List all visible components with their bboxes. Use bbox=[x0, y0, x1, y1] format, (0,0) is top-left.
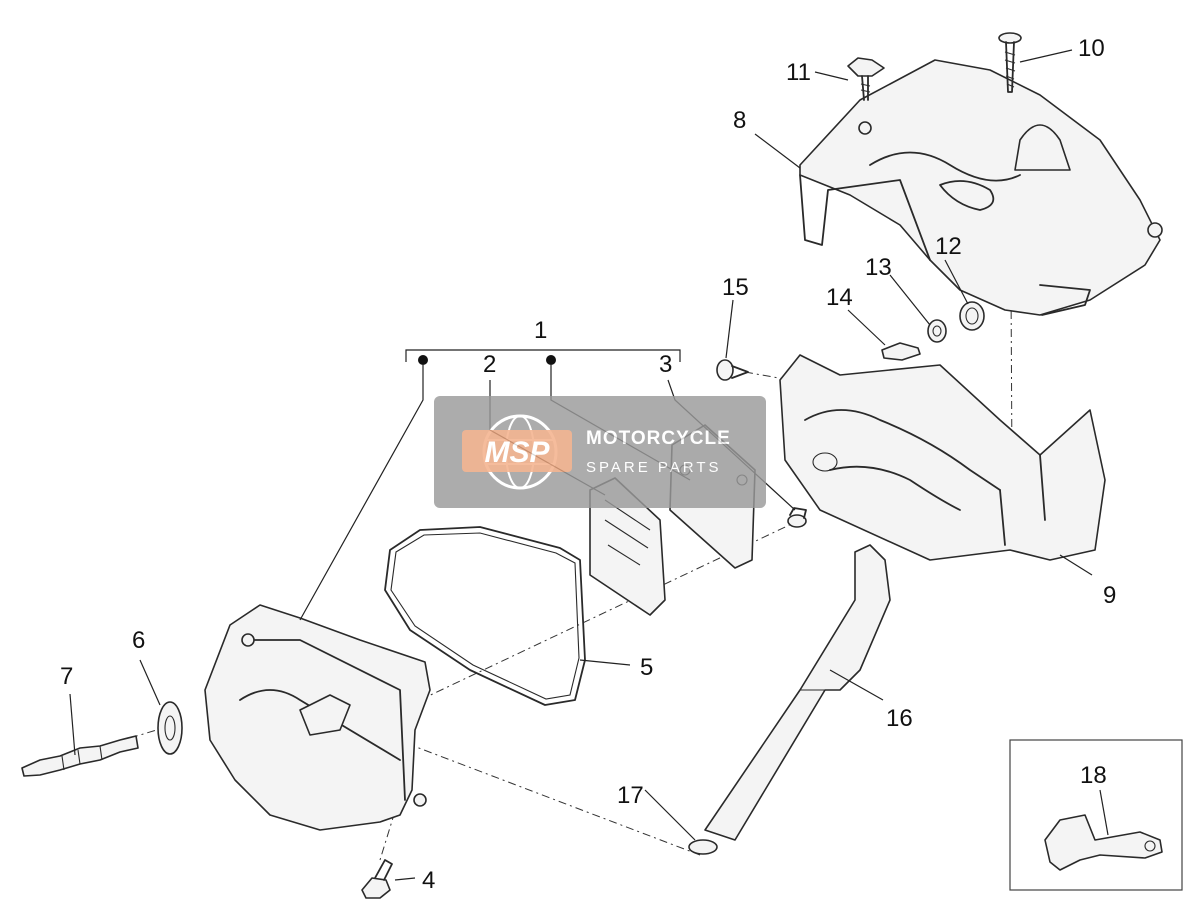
callout-17: 17 bbox=[617, 782, 644, 809]
watermark-background bbox=[434, 396, 766, 508]
callout-12: 12 bbox=[935, 233, 962, 260]
head-cover-part-1[interactable] bbox=[204, 604, 431, 831]
callout-7: 7 bbox=[60, 663, 73, 690]
grommet-part-12[interactable] bbox=[959, 301, 985, 331]
callout-15: 15 bbox=[722, 274, 749, 301]
clamp-part-17[interactable] bbox=[688, 839, 718, 855]
hose-part-16[interactable] bbox=[704, 544, 891, 841]
screw-part-10[interactable] bbox=[998, 32, 1022, 93]
seal-part-6[interactable] bbox=[157, 701, 183, 755]
kit-bracket bbox=[405, 349, 681, 365]
callout-11: 11 bbox=[786, 59, 811, 86]
bracket-part-18[interactable] bbox=[1044, 814, 1163, 871]
screw-part-15[interactable] bbox=[716, 359, 749, 381]
spark-plug-part-7[interactable] bbox=[21, 735, 139, 777]
callout-9: 9 bbox=[1103, 582, 1116, 609]
knob-screw-part-11[interactable] bbox=[847, 57, 885, 101]
bolt-part-14[interactable] bbox=[881, 342, 921, 361]
callout-13: 13 bbox=[865, 254, 892, 281]
watermark-line-2: SPARE PARTS bbox=[586, 459, 722, 476]
callout-8: 8 bbox=[733, 107, 746, 134]
watermark-logo: MSP bbox=[484, 436, 550, 469]
callout-6: 6 bbox=[132, 627, 145, 654]
washer-part-13[interactable] bbox=[927, 319, 947, 343]
bolt-part-3[interactable] bbox=[787, 507, 807, 528]
upper-cover-part-8[interactable] bbox=[799, 59, 1163, 316]
watermark-line-1: MOTORCYCLE bbox=[586, 428, 731, 449]
gasket-part-5[interactable] bbox=[384, 526, 586, 706]
callout-10: 10 bbox=[1078, 35, 1105, 62]
callout-4: 4 bbox=[422, 867, 435, 894]
callout-2: 2 bbox=[483, 351, 496, 378]
callout-labels: 1 2 3 4 5 6 7 8 9 10 11 12 13 14 15 16 1… bbox=[60, 35, 1116, 894]
callout-1: 1 bbox=[534, 317, 547, 344]
callout-18: 18 bbox=[1080, 762, 1107, 789]
callout-16: 16 bbox=[886, 705, 913, 732]
watermark-logo-box bbox=[462, 430, 572, 472]
callout-5: 5 bbox=[640, 654, 653, 681]
callout-3: 3 bbox=[659, 351, 672, 378]
inset-box-part-18 bbox=[1009, 739, 1183, 891]
bolt-part-4[interactable] bbox=[361, 859, 393, 899]
watermark-badge: MSP MOTORCYCLE SPARE PARTS bbox=[434, 396, 766, 508]
lower-cover-part-9[interactable] bbox=[779, 354, 1106, 561]
callout-14: 14 bbox=[826, 284, 853, 311]
